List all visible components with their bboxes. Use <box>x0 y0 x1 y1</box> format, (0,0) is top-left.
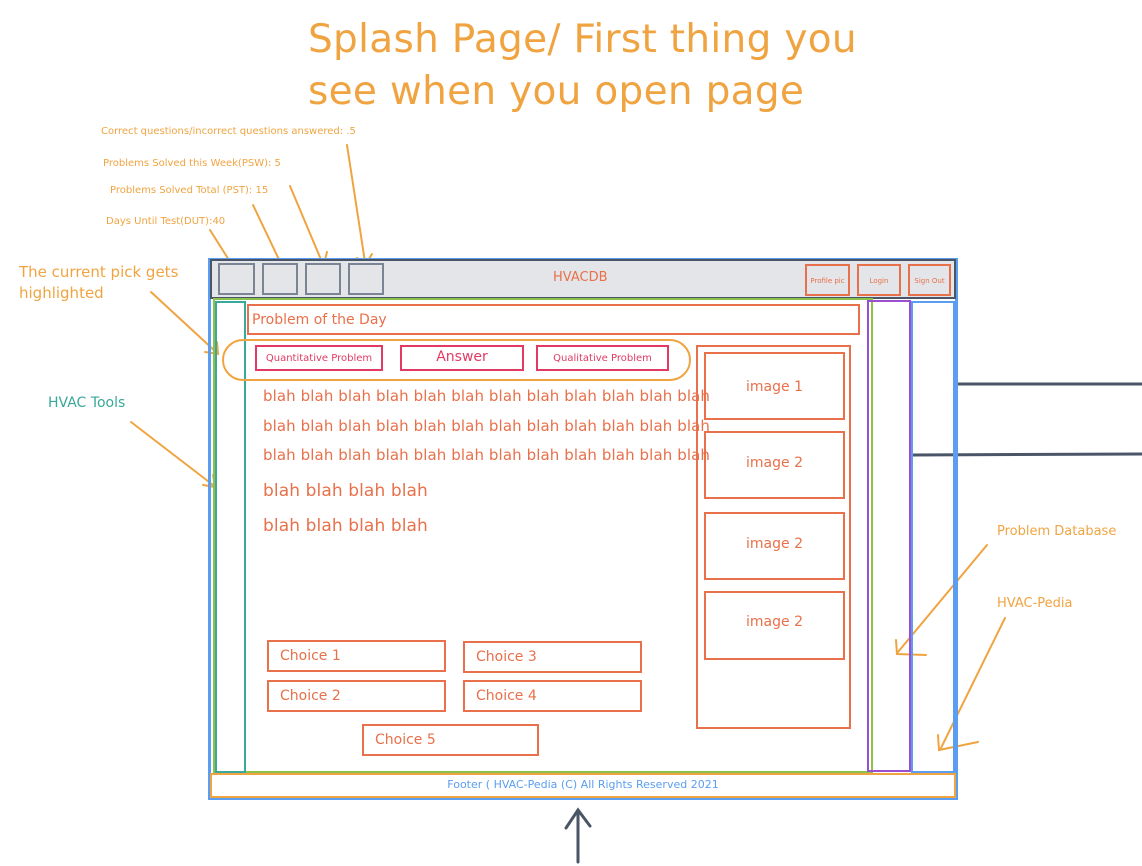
signout-button[interactable]: Sign Out <box>908 264 951 296</box>
choice-4-button[interactable]: Choice 4 <box>463 680 642 712</box>
diagram-title-line-2: see when you open page <box>308 69 805 114</box>
choice-2-button[interactable]: Choice 2 <box>267 680 446 712</box>
stat-box-psw[interactable] <box>305 263 341 295</box>
problem-text-line: blah blah blah blah blah blah blah blah … <box>263 417 711 435</box>
stat-box-dut[interactable] <box>218 263 255 295</box>
stat-psw-label: Problems Solved this Week(PSW): 5 <box>103 158 281 169</box>
stat-ratio-label: Correct questions/incorrect questions an… <box>101 126 356 137</box>
image-2-placeholder: image 2 <box>704 431 845 499</box>
profile-pic-button[interactable]: Profile pic <box>805 264 850 296</box>
choice-3-button[interactable]: Choice 3 <box>463 641 642 673</box>
image-3-placeholder: image 2 <box>704 512 845 580</box>
note-current-pick-line-2: highlighted <box>19 284 104 302</box>
note-current-pick-line-1: The current pick gets <box>19 263 179 281</box>
choice-5-button[interactable]: Choice 5 <box>362 724 539 756</box>
image-1-placeholder: image 1 <box>704 352 845 420</box>
tab-quantitative-problem[interactable]: Quantitative Problem <box>255 345 383 371</box>
stat-pst-label: Problems Solved Total (PST): 15 <box>110 185 269 196</box>
stat-box-pst[interactable] <box>262 263 298 295</box>
tab-qualitative-problem[interactable]: Qualitative Problem <box>536 345 669 371</box>
image-4-placeholder: image 2 <box>704 591 845 660</box>
footer: Footer ( HVAC-Pedia (C) All Rights Reser… <box>210 773 956 798</box>
problem-text-line: blah blah blah blah <box>263 481 428 501</box>
note-problem-database: Problem Database <box>997 524 1117 539</box>
note-hvac-tools: HVAC Tools <box>48 395 126 411</box>
stat-dut-label: Days Until Test(DUT):40 <box>106 216 226 227</box>
arrow-ratio <box>346 144 373 266</box>
arrow-footer-up <box>564 807 592 864</box>
arrow-psw <box>289 185 328 266</box>
hvac-pedia-bar[interactable] <box>911 301 955 773</box>
problem-text-line: blah blah blah blah blah blah blah blah … <box>263 387 711 405</box>
app-title: HVACDB <box>553 270 608 285</box>
problem-text-line: blah blah blah blah blah blah blah blah … <box>263 446 711 464</box>
problem-database-bar[interactable] <box>867 300 911 772</box>
stat-box-ratio[interactable] <box>348 263 384 295</box>
image-panel <box>696 345 851 729</box>
login-button[interactable]: Login <box>857 264 901 296</box>
current-pick-highlight <box>222 339 691 381</box>
diagram-title-line-1: Splash Page/ First thing you <box>308 17 857 62</box>
arrow-hvac-tools <box>130 421 217 489</box>
tab-answer[interactable]: Answer <box>400 345 524 371</box>
main-content-frame <box>213 298 873 773</box>
hvac-tools-sidebar[interactable] <box>215 301 246 773</box>
note-hvac-pedia: HVAC-Pedia <box>997 596 1073 611</box>
arrow-hvac-pedia <box>937 617 1006 752</box>
problem-of-the-day-header: Problem of the Day <box>247 304 860 335</box>
problem-text-line: blah blah blah blah <box>263 516 428 536</box>
connector-line-2 <box>910 452 1142 457</box>
choice-1-button[interactable]: Choice 1 <box>267 640 446 672</box>
